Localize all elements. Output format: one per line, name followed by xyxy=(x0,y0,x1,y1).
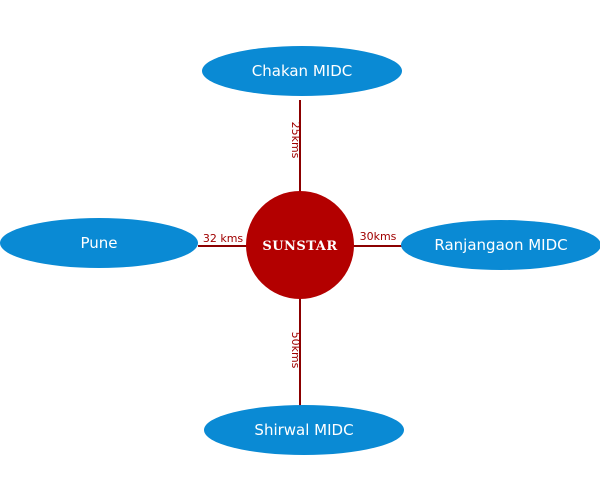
node-ranjangaon-midc-label: Ranjangaon MIDC xyxy=(434,236,567,254)
node-shirwal-midc-label: Shirwal MIDC xyxy=(254,421,353,439)
center-node-shape xyxy=(246,191,354,299)
node-shirwal-midc-shape xyxy=(204,405,404,455)
node-chakan-midc: Chakan MIDC xyxy=(202,46,402,96)
distance-bottom-label: 50kms xyxy=(289,332,302,369)
node-chakan-midc-shape xyxy=(202,46,402,96)
center-node-sunstar: SUNSTAR xyxy=(246,191,354,299)
distance-top-label: 25kms xyxy=(289,122,302,159)
node-ranjangaon-midc: Ranjangaon MIDC xyxy=(401,220,600,270)
node-chakan-midc-label: Chakan MIDC xyxy=(252,62,352,80)
node-pune-shape xyxy=(0,218,198,268)
node-ranjangaon-midc-shape xyxy=(401,220,600,270)
distance-right-label: 30kms xyxy=(360,230,397,243)
center-node-label: SUNSTAR xyxy=(262,239,337,254)
node-shirwal-midc: Shirwal MIDC xyxy=(204,405,404,455)
distance-left-label: 32 kms xyxy=(203,232,244,245)
node-pune: Pune xyxy=(0,218,198,268)
node-pune-label: Pune xyxy=(80,234,117,252)
